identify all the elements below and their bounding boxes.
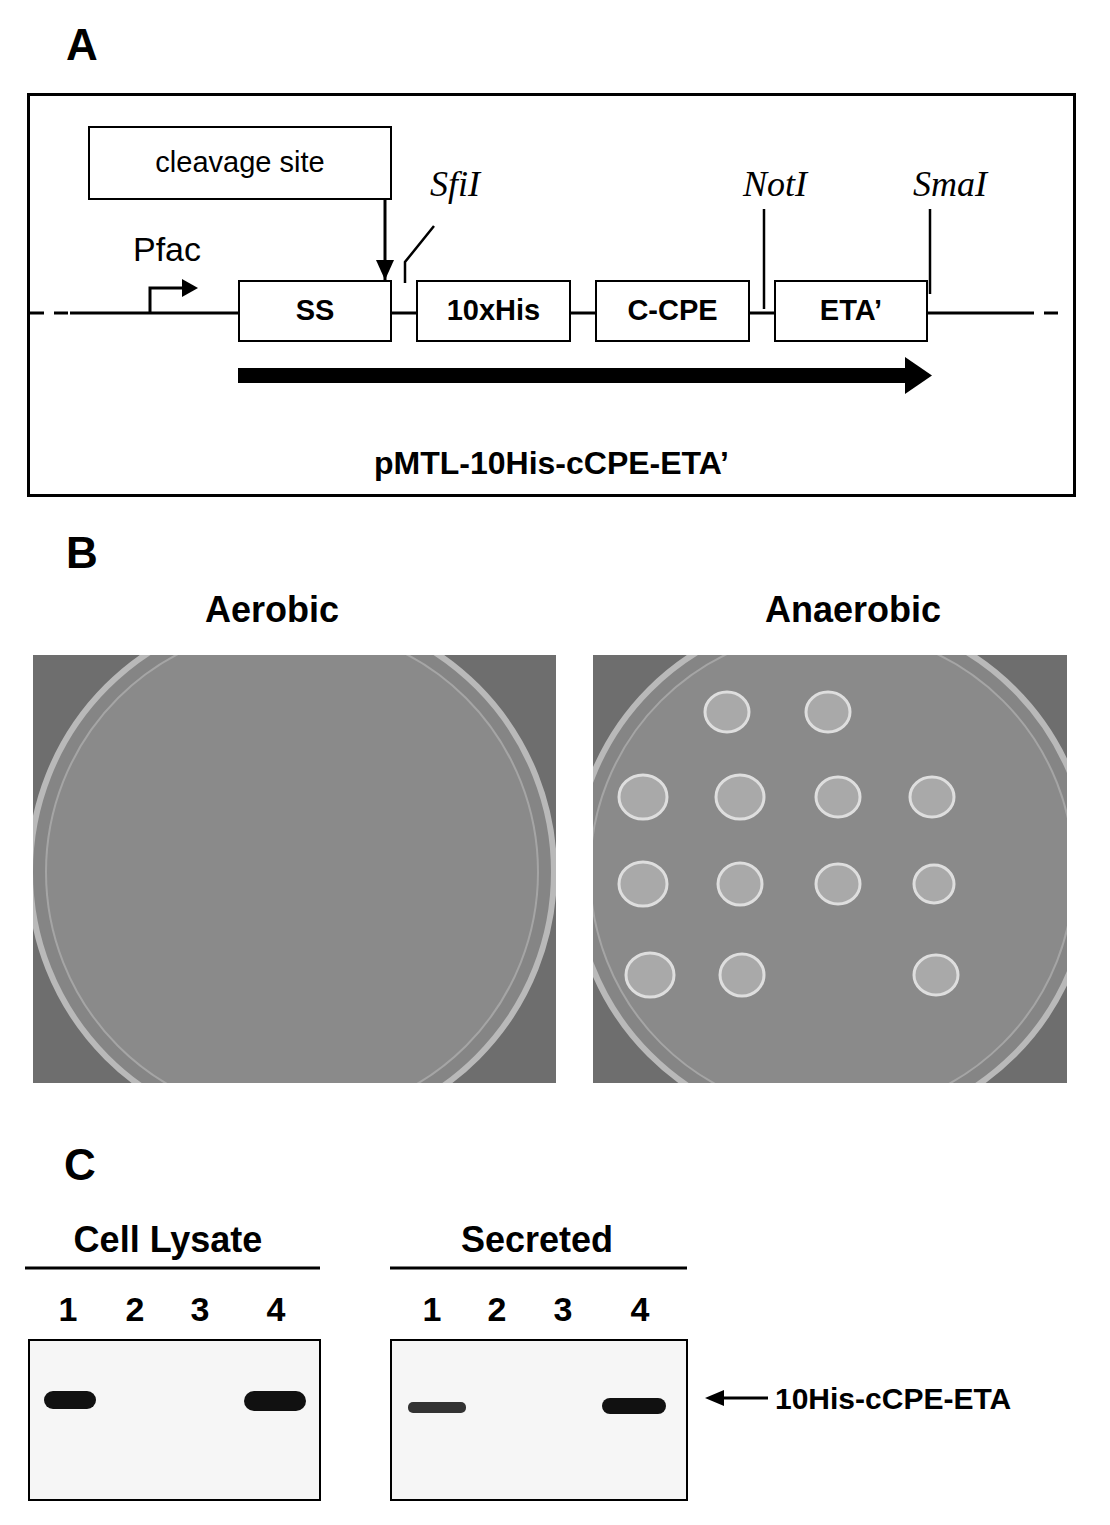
cleavage-arrow [384,200,387,280]
group-underline [390,1267,687,1270]
protein-band [408,1402,466,1413]
callout-box: cleavage site [88,126,392,200]
band-label: 10His-cCPE-ETA [775,1382,1011,1415]
segment-label: 10xHis [447,295,541,327]
promoter-label: Pfac [133,231,201,268]
segment-label: ETA’ [820,295,882,327]
condition-label: Anaerobic [765,590,941,630]
blot-membrane [29,1340,320,1500]
restriction-site: SmaI [913,165,987,205]
agar [46,655,538,1083]
restriction-site: NotI [743,165,807,205]
gene-segment-box: ETA’ [774,280,928,342]
group-label: Cell Lysate [74,1220,263,1260]
blot-membrane [391,1340,687,1500]
gene-segment-box: SS [238,280,392,342]
plate-anaerobic [593,655,1067,1083]
colonies [619,692,958,997]
backbone-dashed [30,312,70,315]
group-underline [25,1267,320,1270]
protein-band [602,1398,666,1414]
lane-number: 4 [267,1291,286,1328]
restriction-site: SfiI [430,165,480,205]
panel-letter: B [66,529,98,577]
site-leader [763,209,766,309]
band-pointer [722,1397,768,1400]
panel-letter: A [66,21,98,69]
plasmid-frame: pMTL-10His-cCPE-ETA’ cleavage siteSS 10xHi… [27,93,1076,497]
lane-number: 3 [554,1291,573,1328]
gene-segment-box: C-CPE [595,280,750,342]
segment-label: C-CPE [627,295,717,327]
petri-dish [593,655,1067,1083]
segment-label: cleavage site [155,147,324,179]
lane-number: 3 [191,1291,210,1328]
lane-number: 1 [59,1291,78,1328]
segment-label: SS [296,295,335,327]
condition-label: Aerobic [205,590,339,630]
site-leader [929,209,932,294]
lane-number: 2 [126,1291,145,1328]
backbone-dashed [1020,312,1062,315]
promoter-arrow [150,288,184,313]
lane-number: 1 [423,1291,442,1328]
lane-number: 2 [488,1291,507,1328]
plasmid-name: pMTL-10His-cCPE-ETA’ [30,446,1073,481]
transcript-arrowhead [905,357,932,394]
band-pointer-head [705,1390,724,1406]
gene-segment-box: 10xHis [416,280,571,342]
plate-aerobic [33,655,554,1083]
lane-number: 4 [631,1291,650,1328]
transcript-arrow [238,368,908,383]
protein-band [244,1391,306,1411]
promoter-arrowhead [182,279,198,297]
site-leader [405,226,434,283]
agar [593,655,1067,1083]
group-label: Secreted [461,1220,613,1260]
petri-dish [33,655,554,1083]
panel-letter: C [64,1141,96,1189]
protein-band [44,1391,96,1409]
